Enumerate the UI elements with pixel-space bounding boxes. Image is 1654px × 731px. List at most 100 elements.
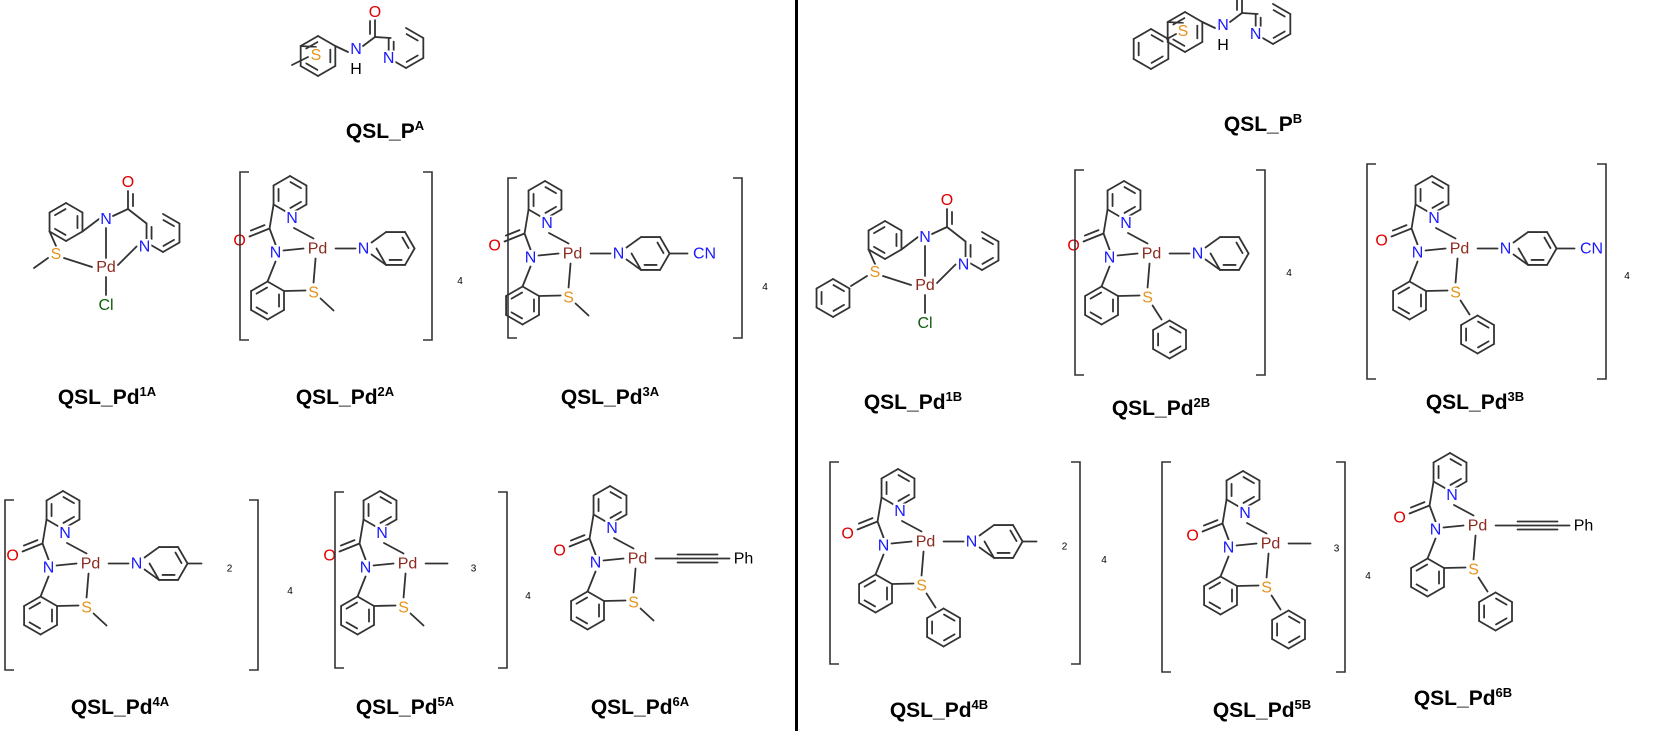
bond — [920, 550, 925, 577]
bond — [1084, 314, 1103, 326]
atom-label-bg — [868, 264, 882, 280]
atom-label: S — [81, 599, 92, 616]
bond — [266, 280, 285, 292]
bond — [897, 474, 910, 483]
bond — [62, 515, 75, 524]
bond — [1460, 314, 1479, 326]
atom-label: 4 — [287, 586, 293, 597]
bond — [55, 562, 78, 567]
atom-label: S — [1178, 23, 1189, 40]
bond — [521, 285, 540, 297]
atom-label: S — [51, 246, 62, 263]
bond — [867, 220, 886, 232]
bond — [1546, 247, 1558, 266]
bracket — [829, 461, 839, 665]
bond — [1410, 557, 1429, 569]
atom-label: Cl — [98, 297, 113, 314]
atom-label: N — [350, 41, 362, 58]
bond — [48, 230, 67, 242]
bond — [148, 562, 160, 581]
atom-label-bg — [1578, 241, 1605, 256]
bond — [1287, 609, 1306, 621]
bond — [48, 230, 57, 247]
atom-label-bg — [1445, 487, 1459, 503]
bond — [112, 208, 129, 217]
atom-label-bg — [1238, 505, 1252, 521]
bond — [299, 45, 317, 48]
atom-label: N — [43, 559, 55, 576]
bond — [625, 236, 642, 249]
bond — [65, 202, 84, 214]
atom-label-bg — [964, 534, 979, 549]
bond — [255, 286, 268, 295]
atom-label: Pd — [1142, 245, 1162, 262]
bond — [983, 540, 995, 559]
atom-label-bg — [562, 290, 575, 305]
bond — [1238, 236, 1250, 255]
panel-divider — [795, 0, 798, 731]
bond — [570, 619, 589, 631]
bond — [876, 496, 883, 523]
bond — [1150, 55, 1164, 64]
bond — [1272, 33, 1292, 45]
atom-label: 4 — [1365, 571, 1371, 582]
bond — [936, 263, 957, 284]
atom-label: S — [1261, 579, 1272, 596]
bond — [1242, 476, 1255, 485]
bond — [33, 257, 49, 269]
label-qsl-pd6b: QSL_Pd6B — [1414, 686, 1512, 711]
atom-label: N — [525, 249, 537, 266]
atom-label: Pd — [96, 259, 116, 276]
bond — [1123, 180, 1142, 192]
bond — [592, 485, 611, 497]
bond — [1391, 224, 1408, 232]
bond — [901, 520, 923, 533]
bond — [609, 510, 622, 519]
bond — [1172, 38, 1186, 47]
atom-label: O — [1375, 232, 1387, 249]
bond — [358, 542, 367, 561]
compound-name: QSL_Pd — [889, 699, 972, 722]
bond — [1477, 340, 1490, 349]
bond — [41, 542, 50, 561]
atom-label: N — [1412, 244, 1424, 261]
atom-label-bg — [1260, 580, 1273, 595]
atom-label-bg — [375, 525, 389, 541]
bond — [405, 54, 419, 63]
bond — [268, 227, 277, 246]
bond — [1390, 227, 1413, 238]
atom-label-bg — [285, 210, 299, 226]
atom-label: O — [841, 525, 853, 542]
bond — [1408, 504, 1431, 515]
bond — [586, 570, 597, 593]
atom-label: N — [958, 256, 970, 273]
bond — [931, 226, 948, 235]
atom-label-bg — [956, 257, 971, 272]
atom-label: O — [323, 547, 335, 564]
atom-label: O — [122, 174, 134, 191]
bond — [1392, 280, 1411, 292]
bond — [373, 604, 397, 607]
bond — [249, 224, 266, 232]
bond — [1288, 615, 1301, 624]
bond — [143, 546, 160, 559]
atom-label: N — [590, 554, 602, 571]
atom-label: S — [628, 594, 639, 611]
atom-label-bg — [540, 215, 554, 231]
atom-label-bg — [1467, 562, 1480, 577]
atom-label: S — [916, 577, 927, 594]
bond — [1152, 319, 1171, 331]
atom-label: Pd — [1468, 517, 1488, 534]
bond — [574, 302, 590, 317]
bond — [521, 265, 532, 288]
atom-label: N — [1500, 240, 1512, 257]
bond — [1442, 524, 1465, 529]
bond — [1408, 260, 1419, 283]
bond — [1242, 495, 1255, 504]
bond — [900, 236, 919, 251]
bond — [1476, 343, 1495, 355]
bond — [897, 493, 910, 502]
atom-label: N — [1430, 521, 1442, 538]
bond — [266, 260, 277, 283]
bond — [943, 633, 956, 642]
